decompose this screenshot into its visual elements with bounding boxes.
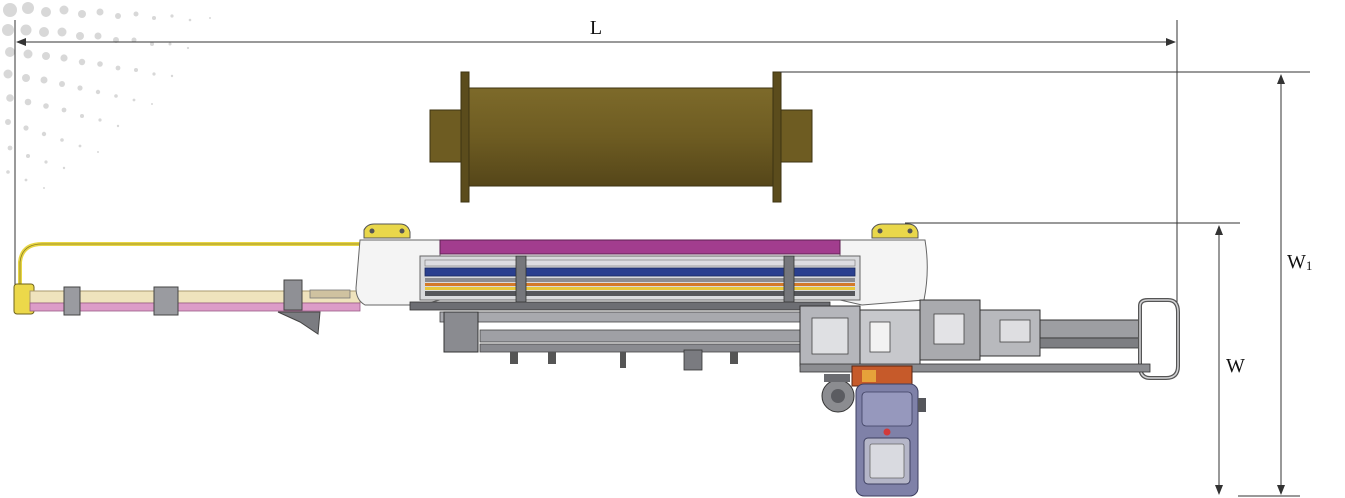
spool-drum [429,71,813,203]
feed-arm [13,242,361,335]
drive-unit [799,298,1180,413]
dimension-width: W [905,222,1245,495]
dimension-total-width: W1 [780,71,1312,497]
decorative-dot-pattern [2,2,211,189]
width-label: W [1226,355,1245,377]
machine-body [355,223,928,371]
length-label: L [590,17,602,39]
dimension-length: L [14,17,1178,310]
control-pendant [855,383,926,497]
total-width-label: W1 [1287,251,1312,273]
